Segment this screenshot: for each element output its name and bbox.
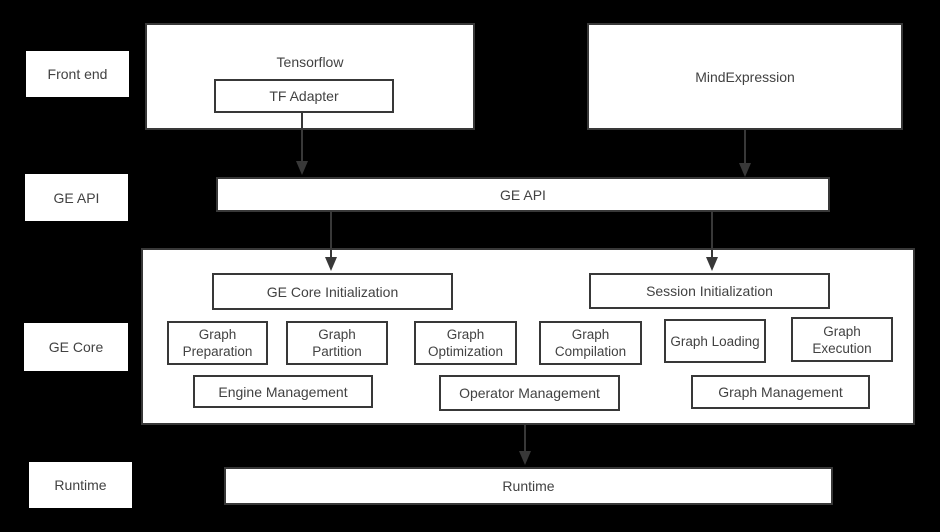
arrowhead-tf-adapter-to-ge-api xyxy=(296,161,308,175)
graph-compilation-box: Graph Compilation xyxy=(539,321,642,365)
ge-api-bar: GE API xyxy=(216,177,830,212)
side-label-runtime: Runtime xyxy=(29,462,132,508)
operator-management-box: Operator Management xyxy=(439,375,620,411)
runtime-bar: Runtime xyxy=(224,467,833,505)
arrowhead-ge-core-to-runtime xyxy=(519,451,531,465)
side-label-front-end: Front end xyxy=(26,51,129,97)
arrow-line-tf-adapter-to-ge-api xyxy=(301,113,303,161)
graph-execution-box: Graph Execution xyxy=(791,317,893,362)
arrowhead-ge-api-to-session-initialization xyxy=(706,257,718,271)
graph-optimization-box: Graph Optimization xyxy=(414,321,517,365)
tensorflow-label: Tensorflow xyxy=(276,54,344,70)
session-initialization-box: Session Initialization xyxy=(589,273,830,309)
graph-partition-box: Graph Partition xyxy=(286,321,388,365)
tensorflow-box: Tensorflow TF Adapter xyxy=(145,23,475,130)
ge-core-container: GE Core Initialization Session Initializ… xyxy=(141,248,915,425)
arrow-line-mindexpression-to-ge-api xyxy=(744,130,746,163)
graph-preparation-box: Graph Preparation xyxy=(167,321,268,365)
engine-management-box: Engine Management xyxy=(193,375,373,408)
tf-adapter-box: TF Adapter xyxy=(214,79,394,113)
arrow-line-ge-api-to-ge-core-initialization xyxy=(330,212,332,257)
side-label-ge-core: GE Core xyxy=(24,323,128,371)
graph-loading-box: Graph Loading xyxy=(664,319,766,363)
ge-core-initialization-box: GE Core Initialization xyxy=(212,273,453,310)
mindexpression-box: MindExpression xyxy=(587,23,903,130)
side-label-ge-api: GE API xyxy=(25,174,128,221)
graph-management-box: Graph Management xyxy=(691,375,870,409)
arrow-line-ge-core-to-runtime xyxy=(524,425,526,451)
arrowhead-mindexpression-to-ge-api xyxy=(739,163,751,177)
arrowhead-ge-api-to-ge-core-initialization xyxy=(325,257,337,271)
arrow-line-ge-api-to-session-initialization xyxy=(711,212,713,257)
